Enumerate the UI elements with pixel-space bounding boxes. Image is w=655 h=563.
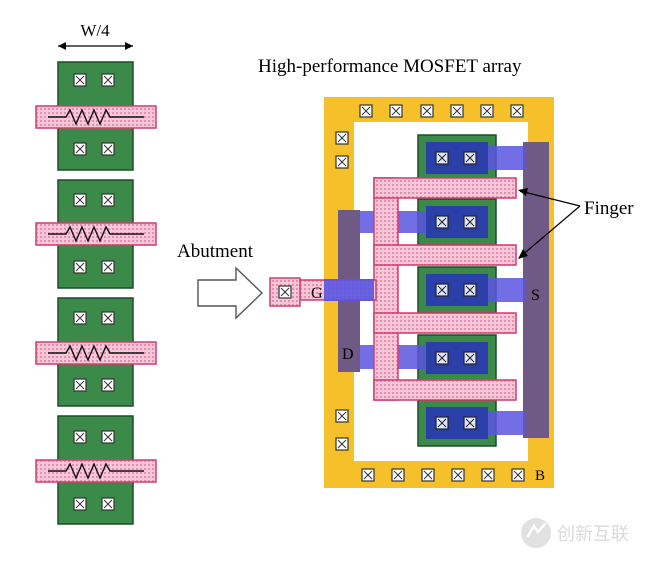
poly-finger [373,177,517,199]
poly-finger [373,312,517,334]
page-title: High-performance MOSFET array [258,56,522,77]
abutment-label: Abutment [177,241,254,262]
gate-metal [324,279,374,301]
poly-spine [373,177,399,401]
poly-gate [35,105,157,129]
metal-overlay [426,206,488,238]
width-label: W/4 [80,21,110,40]
contact-icon [101,311,115,325]
width-dimension: W/4 [58,21,133,50]
resistor-icon [48,108,144,126]
contact-icon [463,416,477,430]
watermark-logo-icon [521,518,551,548]
poly-gate [35,341,157,365]
contact-icon [420,104,434,118]
source-label: S [531,287,540,304]
metal-overlay [426,142,488,174]
poly-gate [35,222,157,246]
poly-gate [35,459,157,483]
contact-icon [73,260,87,274]
finger-pointers [518,188,581,259]
contact-icon [73,311,87,325]
resistor-icon [48,344,144,362]
contact-icon [101,497,115,511]
transistor-unit [35,179,157,289]
resistor-icon [48,225,144,243]
drain-label: D [342,346,354,363]
contact-icon [101,142,115,156]
contact-icon [510,104,524,118]
contact-icon [335,131,349,145]
contact-icon [451,468,465,482]
poly-finger [373,379,517,401]
contact-icon [463,283,477,297]
contact-icon [73,497,87,511]
contact-icon [101,193,115,207]
contact-icon [73,378,87,392]
metal-overlay [426,407,488,439]
resistor-icon [48,462,144,480]
contact-icon [435,151,449,165]
contact-icon [463,151,477,165]
watermark: 创新互联 [521,518,629,548]
metal-overlay [426,342,488,374]
poly-finger [373,244,517,266]
contact-icon [101,73,115,87]
contact-icon [391,468,405,482]
contact-icon [73,193,87,207]
contact-icon [73,142,87,156]
contact-icon [481,468,495,482]
contact-icon [435,283,449,297]
contact-icon [335,409,349,423]
contact-icon [463,215,477,229]
contact-icon [435,416,449,430]
contact-icon [335,437,349,451]
contact-icon [101,378,115,392]
arrow-icon [197,266,264,320]
contact-icon [359,104,373,118]
contact-icon [101,260,115,274]
contact-icon [335,155,349,169]
resistor-transistor-stack [35,61,157,525]
metal-overlay [426,274,488,306]
contact-icon [278,285,292,299]
contact-icon [463,351,477,365]
contact-icon [480,104,494,118]
watermark-text: 创新互联 [557,524,629,545]
contact-icon [101,430,115,444]
contact-icon [435,351,449,365]
transistor-unit [35,297,157,407]
transistor-unit [35,415,157,525]
contact-icon [361,468,375,482]
contact-icon [389,104,403,118]
poly-gate-comb [299,177,517,401]
transistor-unit [35,61,157,171]
contact-icon [435,215,449,229]
contact-icon [511,468,525,482]
contact-icon [73,73,87,87]
gate-label: G [311,285,323,302]
finger-label: Finger [584,198,634,219]
contact-icon [73,430,87,444]
contact-icon [421,468,435,482]
contact-icon [450,104,464,118]
source-metal [523,142,549,438]
body-label: B [535,468,545,484]
